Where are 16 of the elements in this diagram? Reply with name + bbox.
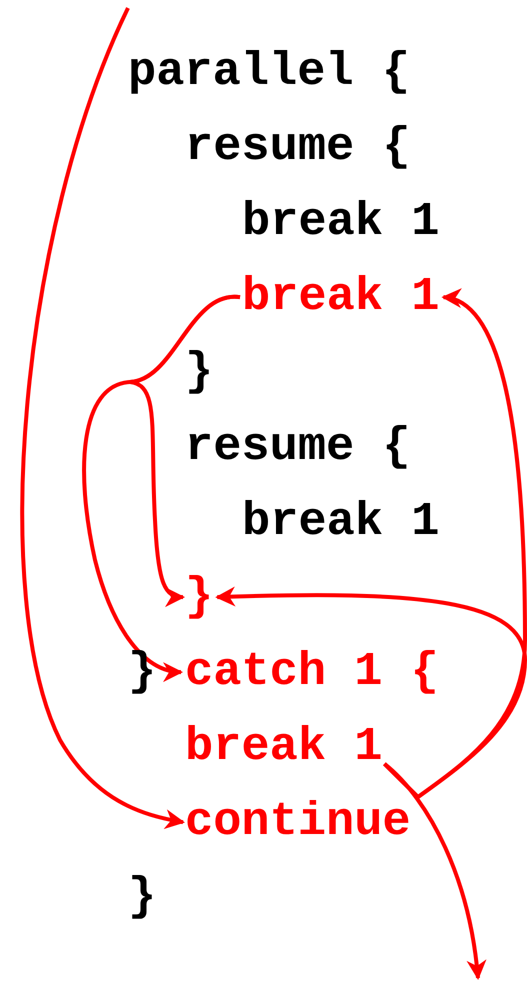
code-line: break 1 xyxy=(242,198,440,247)
code-line: resume { xyxy=(185,422,411,472)
code-line: } xyxy=(185,348,214,397)
control-flow-arrow xyxy=(20,7,185,829)
code-line: } xyxy=(128,872,156,922)
code-line: break 1 xyxy=(242,498,440,547)
control-flow-arrow xyxy=(383,762,486,980)
code-line: } xyxy=(128,648,156,697)
code-line: break 1 xyxy=(242,272,440,322)
code-line: parallel { xyxy=(128,48,410,97)
code-line: catch 1 { xyxy=(185,648,439,697)
control-flow-arrow xyxy=(82,295,240,680)
code-line: resume { xyxy=(185,122,411,172)
code-line: } xyxy=(185,572,214,622)
code-line: break 1 xyxy=(185,722,382,772)
code-line: continue xyxy=(185,798,411,847)
